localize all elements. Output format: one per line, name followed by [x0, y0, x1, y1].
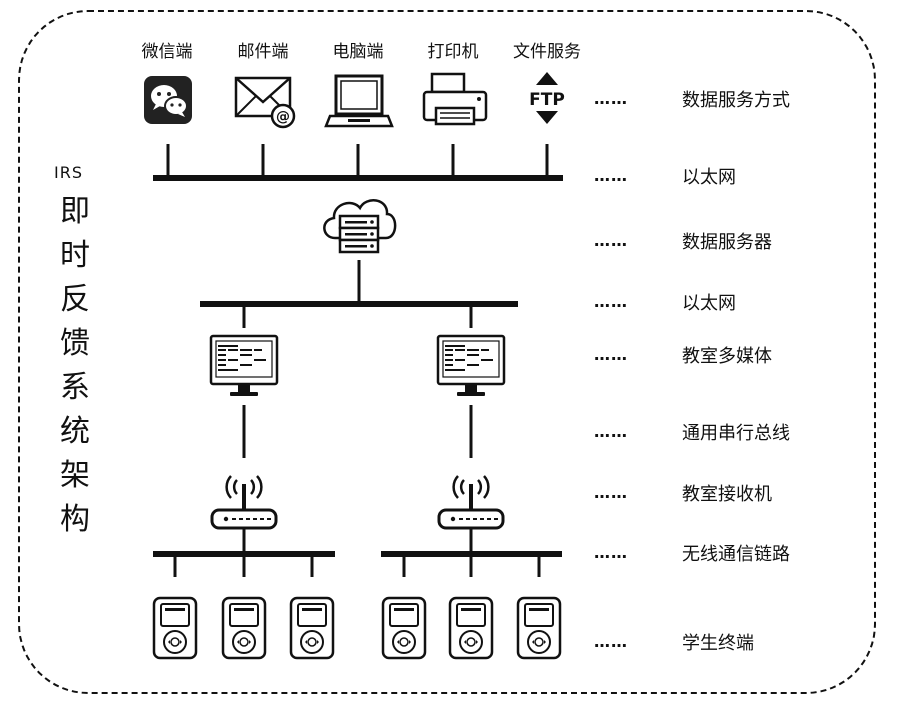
title-prefix: IRS	[54, 163, 83, 182]
svg-text:@: @	[276, 109, 290, 125]
connector-dots: ……	[594, 166, 628, 185]
ftp-icon-text: FTP	[529, 90, 565, 110]
title-char: 馈	[60, 326, 90, 361]
monitor-icon	[436, 334, 506, 398]
connector-dots: ……	[594, 483, 628, 502]
student-terminal-icon	[381, 596, 427, 660]
layer-label-classroom-multimedia: 教室多媒体	[682, 346, 772, 367]
layer-label-data-server: 数据服务器	[682, 232, 772, 253]
device-label-printer: 打印机	[427, 42, 479, 62]
device-label-wechat: 微信端	[141, 42, 193, 62]
title-char: 即	[60, 194, 90, 229]
connector-dots: ……	[594, 292, 628, 311]
router-icon	[210, 474, 278, 530]
device-label-file-service: 文件服务	[513, 42, 581, 62]
cloud-server-icon	[323, 199, 397, 254]
layer-label-wireless-link: 无线通信链路	[682, 544, 790, 565]
ethernet-bus-middle	[200, 301, 518, 328]
diagram-frame	[18, 10, 876, 694]
device-label-computer: 电脑端	[332, 42, 384, 62]
title-char: 反	[60, 282, 90, 317]
title-char: 统	[60, 414, 90, 449]
ethernet-bus-top	[153, 144, 563, 181]
student-terminal-icon	[289, 596, 335, 660]
vertical-title: 即 时 反 馈 系 统 架 构	[55, 190, 95, 542]
router-icon	[437, 474, 505, 530]
title-char: 架	[60, 458, 90, 493]
student-terminal-icon	[448, 596, 494, 660]
connector-dots: ……	[594, 632, 628, 651]
layer-label-ethernet-2: 以太网	[682, 293, 736, 314]
student-terminal-icon	[516, 596, 562, 660]
student-terminal-icon	[221, 596, 267, 660]
connector-dots: ……	[594, 345, 628, 364]
connector-dots: ……	[594, 231, 628, 250]
monitor-icon	[209, 334, 279, 398]
title-char: 系	[60, 370, 90, 405]
layer-label-data-service-mode: 数据服务方式	[682, 90, 790, 111]
layer-label-usb: 通用串行总线	[682, 423, 790, 444]
title-char: 时	[60, 238, 90, 273]
device-label-mail: 邮件端	[237, 42, 289, 62]
laptop-icon	[324, 74, 394, 128]
wireless-bus-right	[381, 551, 562, 577]
title-char: 构	[60, 502, 90, 537]
wireless-bus-left	[153, 551, 335, 577]
printer-icon	[422, 72, 488, 126]
layer-label-student-terminal: 学生终端	[682, 633, 754, 654]
layer-label-classroom-receiver: 教室接收机	[682, 484, 772, 505]
connector-dots: ……	[594, 422, 628, 441]
student-terminal-icon	[152, 596, 198, 660]
mail-icon: @	[234, 76, 296, 129]
connector-dots: ……	[594, 89, 628, 108]
connector-dots: ……	[594, 543, 628, 562]
layer-label-ethernet-1: 以太网	[682, 167, 736, 188]
ftp-icon: FTP	[529, 72, 565, 124]
wechat-icon	[144, 76, 192, 124]
